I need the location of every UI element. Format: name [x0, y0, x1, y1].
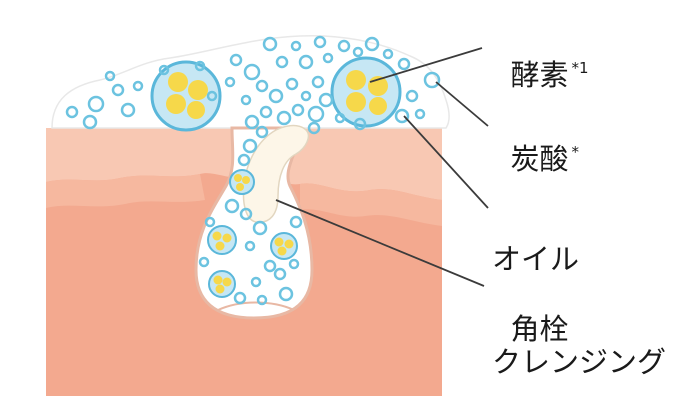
carbonic-bubbles: [65, 35, 441, 306]
enzyme-ball-pore-4: [208, 270, 236, 298]
skin-inner-band-right: [300, 183, 442, 226]
leader-carbonic: [435, 81, 489, 127]
leader-oil: [403, 115, 489, 209]
label-carbonic-mark: *: [571, 143, 579, 162]
enzyme-ball-pore-1: [229, 169, 255, 195]
enzyme-ball-pore-2: [207, 225, 237, 255]
label-oil-line1: オイル: [492, 242, 580, 277]
leader-lines: [275, 47, 489, 287]
enzyme-ball-left: [150, 60, 222, 132]
pore-bottom-line: [217, 301, 295, 311]
leader-plug: [275, 199, 485, 287]
label-plug-text: 角栓: [510, 312, 569, 347]
label-oil-line2: クレンジング: [492, 345, 667, 380]
label-carbonic: 炭酸*: [492, 108, 579, 176]
label-enzyme: 酵素*1: [492, 24, 589, 93]
skin-inner-band: [46, 174, 205, 208]
leader-enzyme: [369, 47, 483, 83]
label-oil-cleansing: オイル クレンジング: [492, 174, 666, 414]
label-enzyme-text: 酵素: [510, 58, 569, 93]
label-enzyme-mark: *1: [571, 59, 589, 78]
label-carbonic-text: 炭酸: [510, 142, 569, 177]
enzyme-ball-pore-3: [270, 232, 298, 260]
label-keratin-plug: 角栓: [492, 278, 568, 346]
